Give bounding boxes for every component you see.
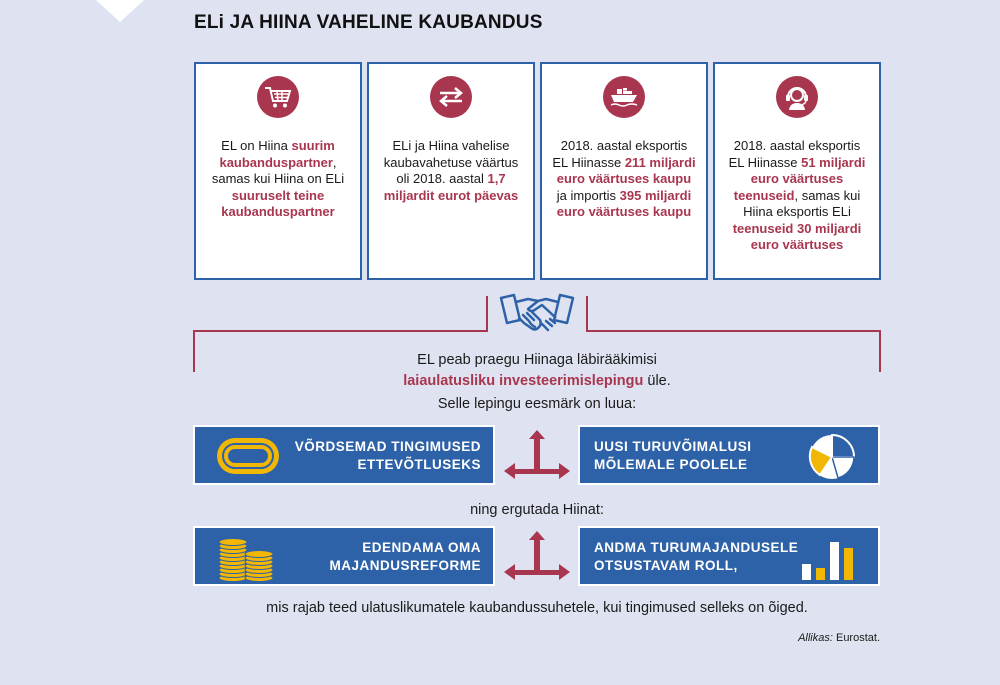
highlight-text: suurim kaubanduspartner <box>219 138 335 170</box>
card-text: ELi ja Hiina vahelise kaubavahetuse väär… <box>379 138 523 204</box>
card-text: 2018. aastal eksportis EL Hiinasse 211 m… <box>552 138 696 221</box>
page-title: ELi JA HIINA VAHELINE KAUBANDUS <box>194 12 543 33</box>
box-reforms: EDENDAMA OMA MAJANDUSREFORME <box>193 526 495 586</box>
running-track-icon <box>215 435 281 482</box>
negotiation-line3: Selle lepingu eesmärk on luua: <box>437 396 637 412</box>
bracket-left-up <box>486 296 488 332</box>
negotiation-line1: EL peab praegu Hiinaga läbirääkimisi <box>417 352 657 368</box>
box-label: UUSI TURUVÕIMALUSI MÕLEMALE POOLELE <box>594 439 752 472</box>
four-way-arrow-icon <box>501 428 573 489</box>
bar-chart-icon <box>798 534 858 587</box>
bracket-left-vertical <box>193 330 195 372</box>
body-text: EL on Hiina <box>221 138 292 153</box>
investment-agreement-highlight: laiaulatusliku investeerimislepingu <box>403 373 644 389</box>
source-label: Allikas: <box>798 632 833 644</box>
highlight-text: 395 miljardi euro väärtuses kaupu <box>556 187 692 220</box>
box-market-access: UUSI TURUVÕIMALUSI MÕLEMALE POOLELE <box>578 425 880 485</box>
handshake-icon <box>498 292 576 340</box>
box-label: VÕRDSEMAD TINGIMUSED ETTEVÕTLUSEKS <box>294 439 481 472</box>
body-text: ja importis <box>556 187 620 203</box>
conclusion-text: mis rajab teed ulatuslikumatele kaubandu… <box>266 600 808 616</box>
negotiation-line2-rest: üle. <box>643 373 671 389</box>
negotiation-line2: laiaulatusliku investeerimislepingu üle. <box>194 371 880 391</box>
highlight-text: suuruselt teine kaubanduspartner <box>221 187 335 220</box>
card-goods-trade: 2018. aastal eksportis EL Hiinasse 211 m… <box>540 62 708 280</box>
highlight-text: 211 miljardi euro väärtuses kaupu <box>556 154 696 187</box>
body-text: 2018. aastal eksportis EL Hiinasse <box>728 138 861 170</box>
box-level-playing-field: VÕRDSEMAD TINGIMUSED ETTEVÕTLUSEKS <box>193 425 495 485</box>
card-daily-trade: ELi ja Hiina vahelise kaubavahetuse väär… <box>367 62 535 280</box>
cargo-ship-icon <box>603 76 645 118</box>
encourage-text: ning ergutada Hiinat: <box>470 502 604 518</box>
card-services-trade: 2018. aastal eksportis EL Hiinasse 51 mi… <box>713 62 881 280</box>
box-label: EDENDAMA OMA MAJANDUSREFORME <box>329 540 481 573</box>
shopping-cart-icon <box>257 76 299 118</box>
highlight-text: 1,7 miljardit eurot päevas <box>383 171 519 203</box>
pie-chart-icon <box>808 433 856 486</box>
four-way-arrow-icon <box>501 529 573 590</box>
bracket-right-vertical <box>879 330 881 372</box>
body-text: , samas kui Hiina eksportis ELi <box>743 187 861 220</box>
source-value: Eurostat. <box>832 632 880 644</box>
bracket-right-up <box>586 296 588 332</box>
bracket-right-horizontal <box>586 330 881 332</box>
headset-service-icon <box>776 76 818 118</box>
body-text: , samas kui Hiina on ELi <box>211 154 345 187</box>
highlight-text: teenuseid 30 miljardi euro väärtuses <box>732 220 862 253</box>
exchange-arrows-icon <box>430 76 472 118</box>
coin-stacks-icon <box>213 534 277 587</box>
box-label: ANDMA TURUMAJANDUSELE OTSUSTAVAM ROLL, <box>594 540 799 573</box>
source-note: Allikas: Eurostat. <box>798 632 880 644</box>
card-largest-partner: EL on Hiina suurim kaubanduspartner, sam… <box>194 62 362 280</box>
box-market-role: ANDMA TURUMAJANDUSELE OTSUSTAVAM ROLL, <box>578 526 880 586</box>
body-text: 2018. aastal eksportis EL Hiinasse <box>552 138 688 170</box>
card-text: EL on Hiina suurim kaubanduspartner, sam… <box>206 138 350 221</box>
bracket-left-horizontal <box>193 330 488 332</box>
card-text: 2018. aastal eksportis EL Hiinasse 51 mi… <box>725 138 869 254</box>
corner-notch <box>96 0 144 22</box>
highlight-text: 51 miljardi euro väärtuses teenuseid <box>733 154 866 203</box>
body-text: ELi ja Hiina vahelise kaubavahetuse väär… <box>383 138 519 186</box>
